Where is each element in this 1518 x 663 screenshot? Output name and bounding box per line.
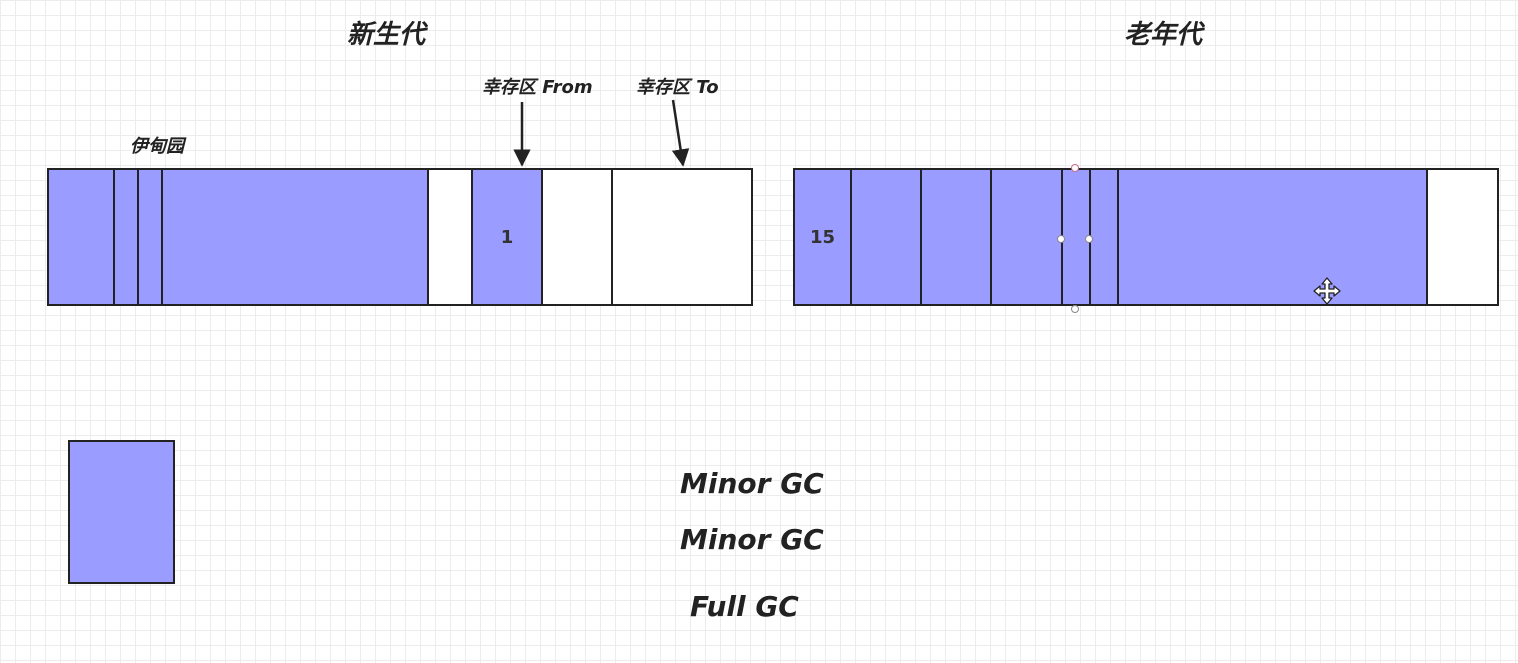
old-object-3[interactable] [922, 170, 992, 304]
eden-object-1[interactable] [49, 170, 115, 304]
old-object-7[interactable] [1119, 170, 1428, 304]
full-gc-label: Full GC [690, 590, 799, 623]
move-cursor-icon [1313, 277, 1341, 305]
selection-handle-bottom[interactable] [1071, 305, 1079, 313]
eden-label: 伊甸园 [130, 136, 184, 157]
survivor-to-area [613, 170, 751, 304]
old-free-space [1428, 170, 1497, 304]
minor-gc-label-1: Minor GC [680, 467, 824, 500]
eden-free-space [429, 170, 471, 304]
survivor-to-label: 幸存区 To [636, 77, 719, 98]
survivor-from-label: 幸存区 From [482, 77, 593, 98]
survivor-from-free [543, 170, 613, 304]
selection-handle-right[interactable] [1085, 235, 1093, 243]
selection-handle-left[interactable] [1057, 235, 1065, 243]
old-generation-title: 老年代 [1124, 20, 1203, 50]
survivor-to-arrow [671, 99, 690, 167]
old-object-1[interactable]: 15 [795, 170, 852, 304]
eden-object-4[interactable] [163, 170, 429, 304]
survivor-from-object[interactable]: 1 [471, 170, 543, 304]
old-object-2[interactable] [852, 170, 922, 304]
survivor-from-age: 1 [500, 226, 514, 248]
selection-handle-top[interactable] [1071, 164, 1079, 172]
new-object-box[interactable] [68, 440, 175, 584]
eden-object-3[interactable] [139, 170, 163, 304]
eden-object-2[interactable] [115, 170, 139, 304]
minor-gc-label-2: Minor GC [680, 523, 824, 556]
young-generation-bar: 1 [47, 168, 753, 306]
old-generation-bar: 15 [793, 168, 1499, 306]
old-object-6[interactable] [1091, 170, 1119, 304]
old-object-4[interactable] [992, 170, 1063, 304]
young-generation-title: 新生代 [347, 20, 426, 50]
old-object-age: 15 [809, 226, 836, 248]
